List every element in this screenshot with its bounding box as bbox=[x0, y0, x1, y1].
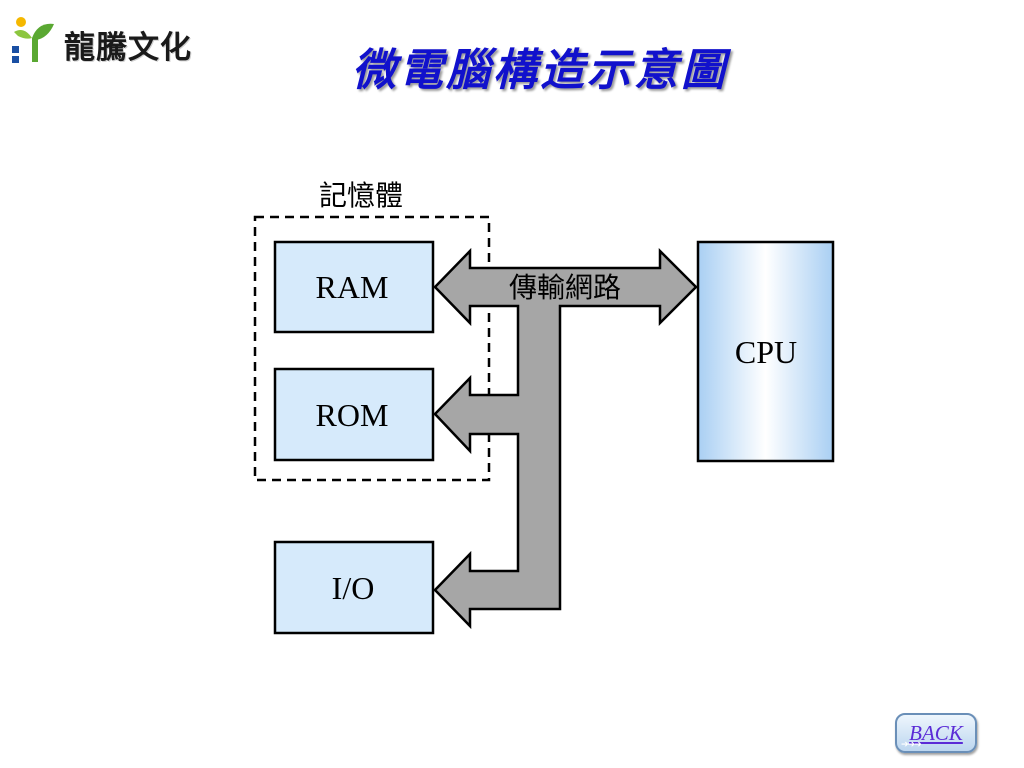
rom-box bbox=[273, 367, 435, 462]
memory-group-border bbox=[253, 215, 491, 482]
memory-group-label: 記憶體 bbox=[319, 179, 403, 212]
logo-text: 龍騰文化 bbox=[64, 30, 192, 66]
io-label: I/O bbox=[332, 570, 375, 606]
dragon-sprout-logo-icon bbox=[12, 17, 54, 63]
back-button-label[interactable]: BACK bbox=[909, 721, 963, 745]
bus-network-label: 傳輸網路 bbox=[509, 271, 621, 304]
bus-network-arrows bbox=[433, 247, 698, 630]
ram-label: RAM bbox=[316, 269, 389, 305]
page-title: 微電腦構造示意圖 bbox=[352, 45, 728, 96]
cpu-box bbox=[696, 240, 835, 463]
rom-label: ROM bbox=[316, 397, 389, 433]
cpu-label: CPU bbox=[735, 334, 797, 370]
back-button[interactable]: BACK ➔➔➔ bbox=[895, 713, 977, 753]
ram-box bbox=[273, 240, 435, 334]
io-box bbox=[273, 540, 435, 635]
company-logo: 龍騰文化 bbox=[10, 12, 210, 68]
double-arrow-right-icon: ➔➔➔ bbox=[901, 740, 922, 750]
